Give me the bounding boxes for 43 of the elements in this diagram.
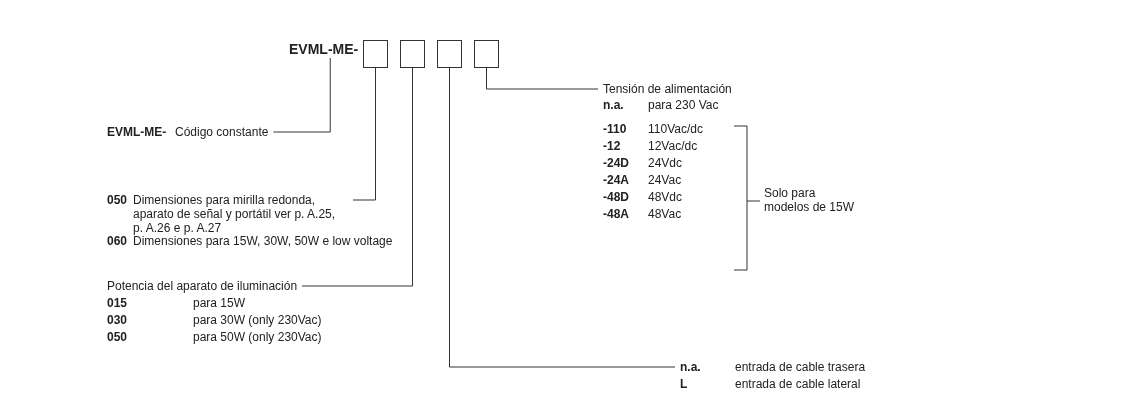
- option-code: -110: [603, 122, 627, 136]
- option-code: n.a.: [603, 98, 624, 112]
- option-description: entrada de cable trasera: [735, 360, 866, 374]
- note: Solo para modelos de 15W: [764, 186, 856, 214]
- leader-line: [449, 67, 676, 368]
- option-code: -24D: [603, 156, 629, 170]
- code-box: [437, 40, 462, 68]
- leader-line: [301, 67, 413, 287]
- option-code: -48D: [603, 190, 629, 204]
- code-prefix: EVML-ME-: [289, 42, 359, 56]
- option-description: entrada de cable lateral: [735, 377, 861, 391]
- option-description: 110Vac/dc: [648, 122, 703, 136]
- leader-line: [486, 67, 599, 90]
- option-code: -48A: [603, 207, 629, 221]
- option-description: 24Vac: [648, 173, 682, 187]
- option-description: 12Vac/dc: [648, 139, 698, 153]
- group-heading: Código constante: [175, 125, 269, 139]
- option-description: 24Vdc: [648, 156, 683, 170]
- leader-line: [272, 57, 331, 133]
- option-description: para 50W (only 230Vac): [193, 330, 322, 344]
- leader-line: [352, 67, 376, 201]
- option-code: 050: [107, 193, 128, 207]
- option-description: Dimensiones para mirilla redonda, aparato de señal y portátil ver p. A.25, p. A.26 e p. A.27: [133, 193, 337, 235]
- group-heading: Potencia del aparato de iluminación: [107, 279, 298, 293]
- option-description: para 15W: [193, 296, 246, 310]
- option-description: 48Vac: [648, 207, 682, 221]
- option-description: para 230 Vac: [648, 98, 719, 112]
- code-box: [363, 40, 388, 68]
- code-box: [400, 40, 425, 68]
- option-code: L: [680, 377, 688, 391]
- code-prefix: EVML-ME-: [107, 125, 167, 139]
- option-code: -24A: [603, 173, 629, 187]
- option-code: 050: [107, 330, 128, 344]
- option-code: 030: [107, 313, 128, 327]
- option-code: 060: [107, 234, 128, 248]
- code-box: [474, 40, 499, 68]
- option-description: 48Vdc: [648, 190, 683, 204]
- option-code: -12: [603, 139, 621, 153]
- option-description: Dimensiones para 15W, 30W, 50W e low voltage: [133, 234, 393, 248]
- option-code: 015: [107, 296, 128, 310]
- option-description: para 30W (only 230Vac): [193, 313, 322, 327]
- group-heading: Tensión de alimentación: [603, 82, 732, 96]
- option-code: n.a.: [680, 360, 701, 374]
